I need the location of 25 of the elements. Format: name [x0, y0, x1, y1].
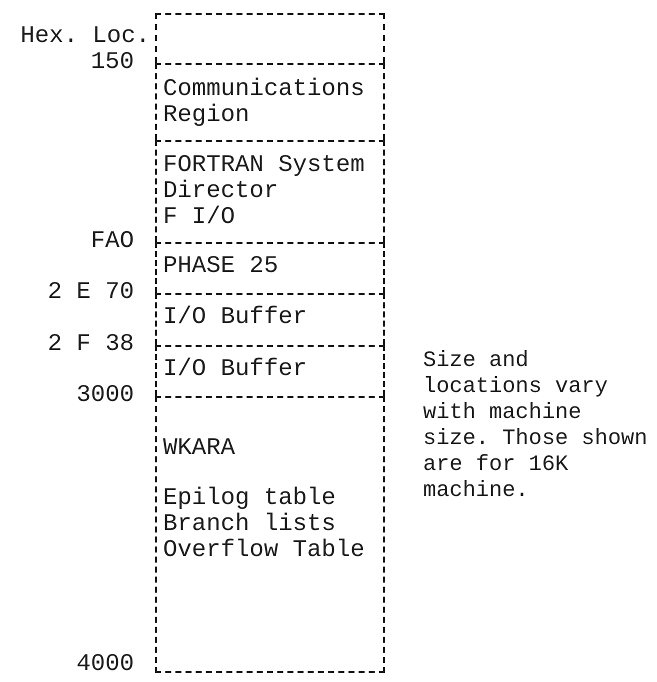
- region-label: I/O Buffer: [163, 305, 308, 331]
- region-label: PHASE 25: [163, 254, 280, 280]
- region-label: F I/O: [163, 205, 236, 231]
- region-label: Epilog table: [163, 486, 337, 512]
- address-label: 2 E 70: [48, 280, 134, 306]
- address-label: 4000: [76, 652, 134, 678]
- memory-region: [155, 242, 385, 293]
- column-heading: Hex. Loc.: [20, 24, 150, 50]
- region-label: Branch lists: [163, 512, 337, 538]
- memory-region: [155, 293, 385, 345]
- region-label: I/O Buffer: [163, 357, 308, 383]
- region-label: Overflow Table: [163, 538, 366, 564]
- memory-region: [155, 345, 385, 396]
- memory-region: [155, 396, 385, 673]
- empty-region: [155, 13, 385, 63]
- region-label: WKARA: [163, 436, 236, 462]
- address-label: 2 F 38: [48, 332, 134, 358]
- address-label: 150: [90, 50, 134, 76]
- region-label: Communications Region: [163, 77, 366, 129]
- note-text: Size and locations vary with machine size. Those shown are for 16K machine.: [423, 348, 648, 504]
- memory-region: [155, 63, 385, 140]
- address-label: FAO: [90, 229, 134, 255]
- address-label: 3000: [76, 383, 134, 409]
- memory-region: [155, 140, 385, 242]
- region-label: FORTRAN System Director: [163, 153, 366, 205]
